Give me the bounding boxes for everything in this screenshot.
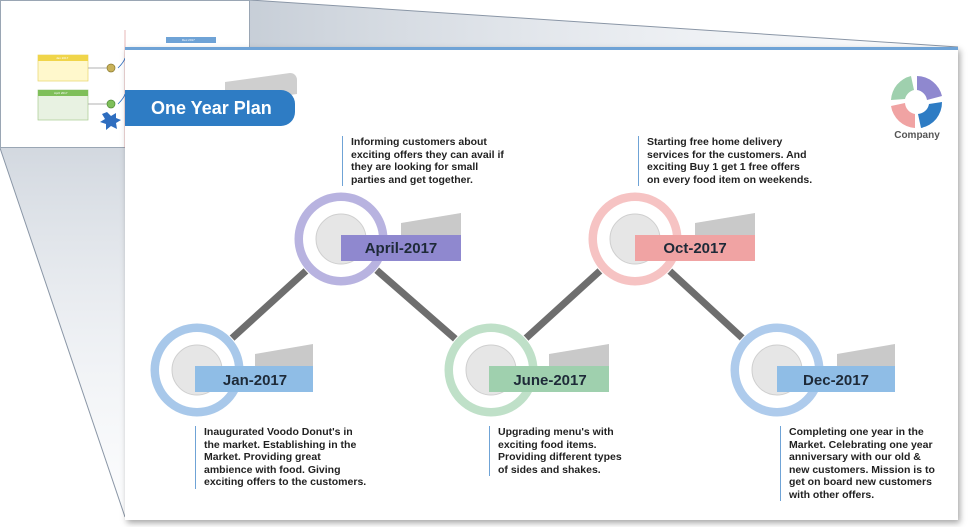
- thumbnail-top-label: Dec 2017: [182, 38, 195, 42]
- milestone-date-june: June-2017: [513, 372, 587, 389]
- thumbnail-diagram: [0, 0, 250, 148]
- thumbnail-label-april: April 2017: [54, 91, 68, 95]
- milestone-desc-june: Upgrading menu's with exciting food item…: [489, 426, 648, 476]
- milestone-plate-dec: [777, 366, 895, 392]
- company-logo-icon: [891, 76, 943, 128]
- milestone-plate-tab-oct: [695, 213, 755, 237]
- milestone-desc-april: Informing customers about exciting offer…: [342, 136, 521, 186]
- milestone-date-jan: Jan-2017: [222, 372, 288, 389]
- thumbnail-label-jan: Jan 2017: [56, 56, 69, 60]
- milestone-desc-jan: Inaugurated Voodo Donut's in the market.…: [195, 426, 384, 489]
- timeline-graphic: [149, 191, 895, 418]
- milestone-plate-tab-dec: [837, 344, 895, 368]
- milestone-plate-june: [489, 366, 609, 392]
- milestone-plate-april: [341, 235, 461, 261]
- milestone-plate-tab-april: [401, 213, 461, 237]
- slide: One Year Plan Company Jan-2017 April-201…: [125, 47, 958, 520]
- milestone-date-oct: Oct-2017: [663, 240, 727, 257]
- milestone-date-april: April-2017: [364, 240, 438, 257]
- logo-label: Company: [894, 130, 940, 141]
- milestone-desc-oct: Starting free home delivery services for…: [638, 136, 827, 186]
- milestone-date-dec: Dec-2017: [803, 372, 869, 389]
- milestone-desc-dec: Completing one year in the Market. Celeb…: [780, 426, 949, 501]
- slide-title: One Year Plan: [125, 90, 295, 126]
- milestone-plate-oct: [635, 235, 755, 261]
- milestone-plate-tab-june: [549, 344, 609, 368]
- milestone-plate-jan: [195, 366, 313, 392]
- milestone-plate-tab-jan: [255, 344, 313, 368]
